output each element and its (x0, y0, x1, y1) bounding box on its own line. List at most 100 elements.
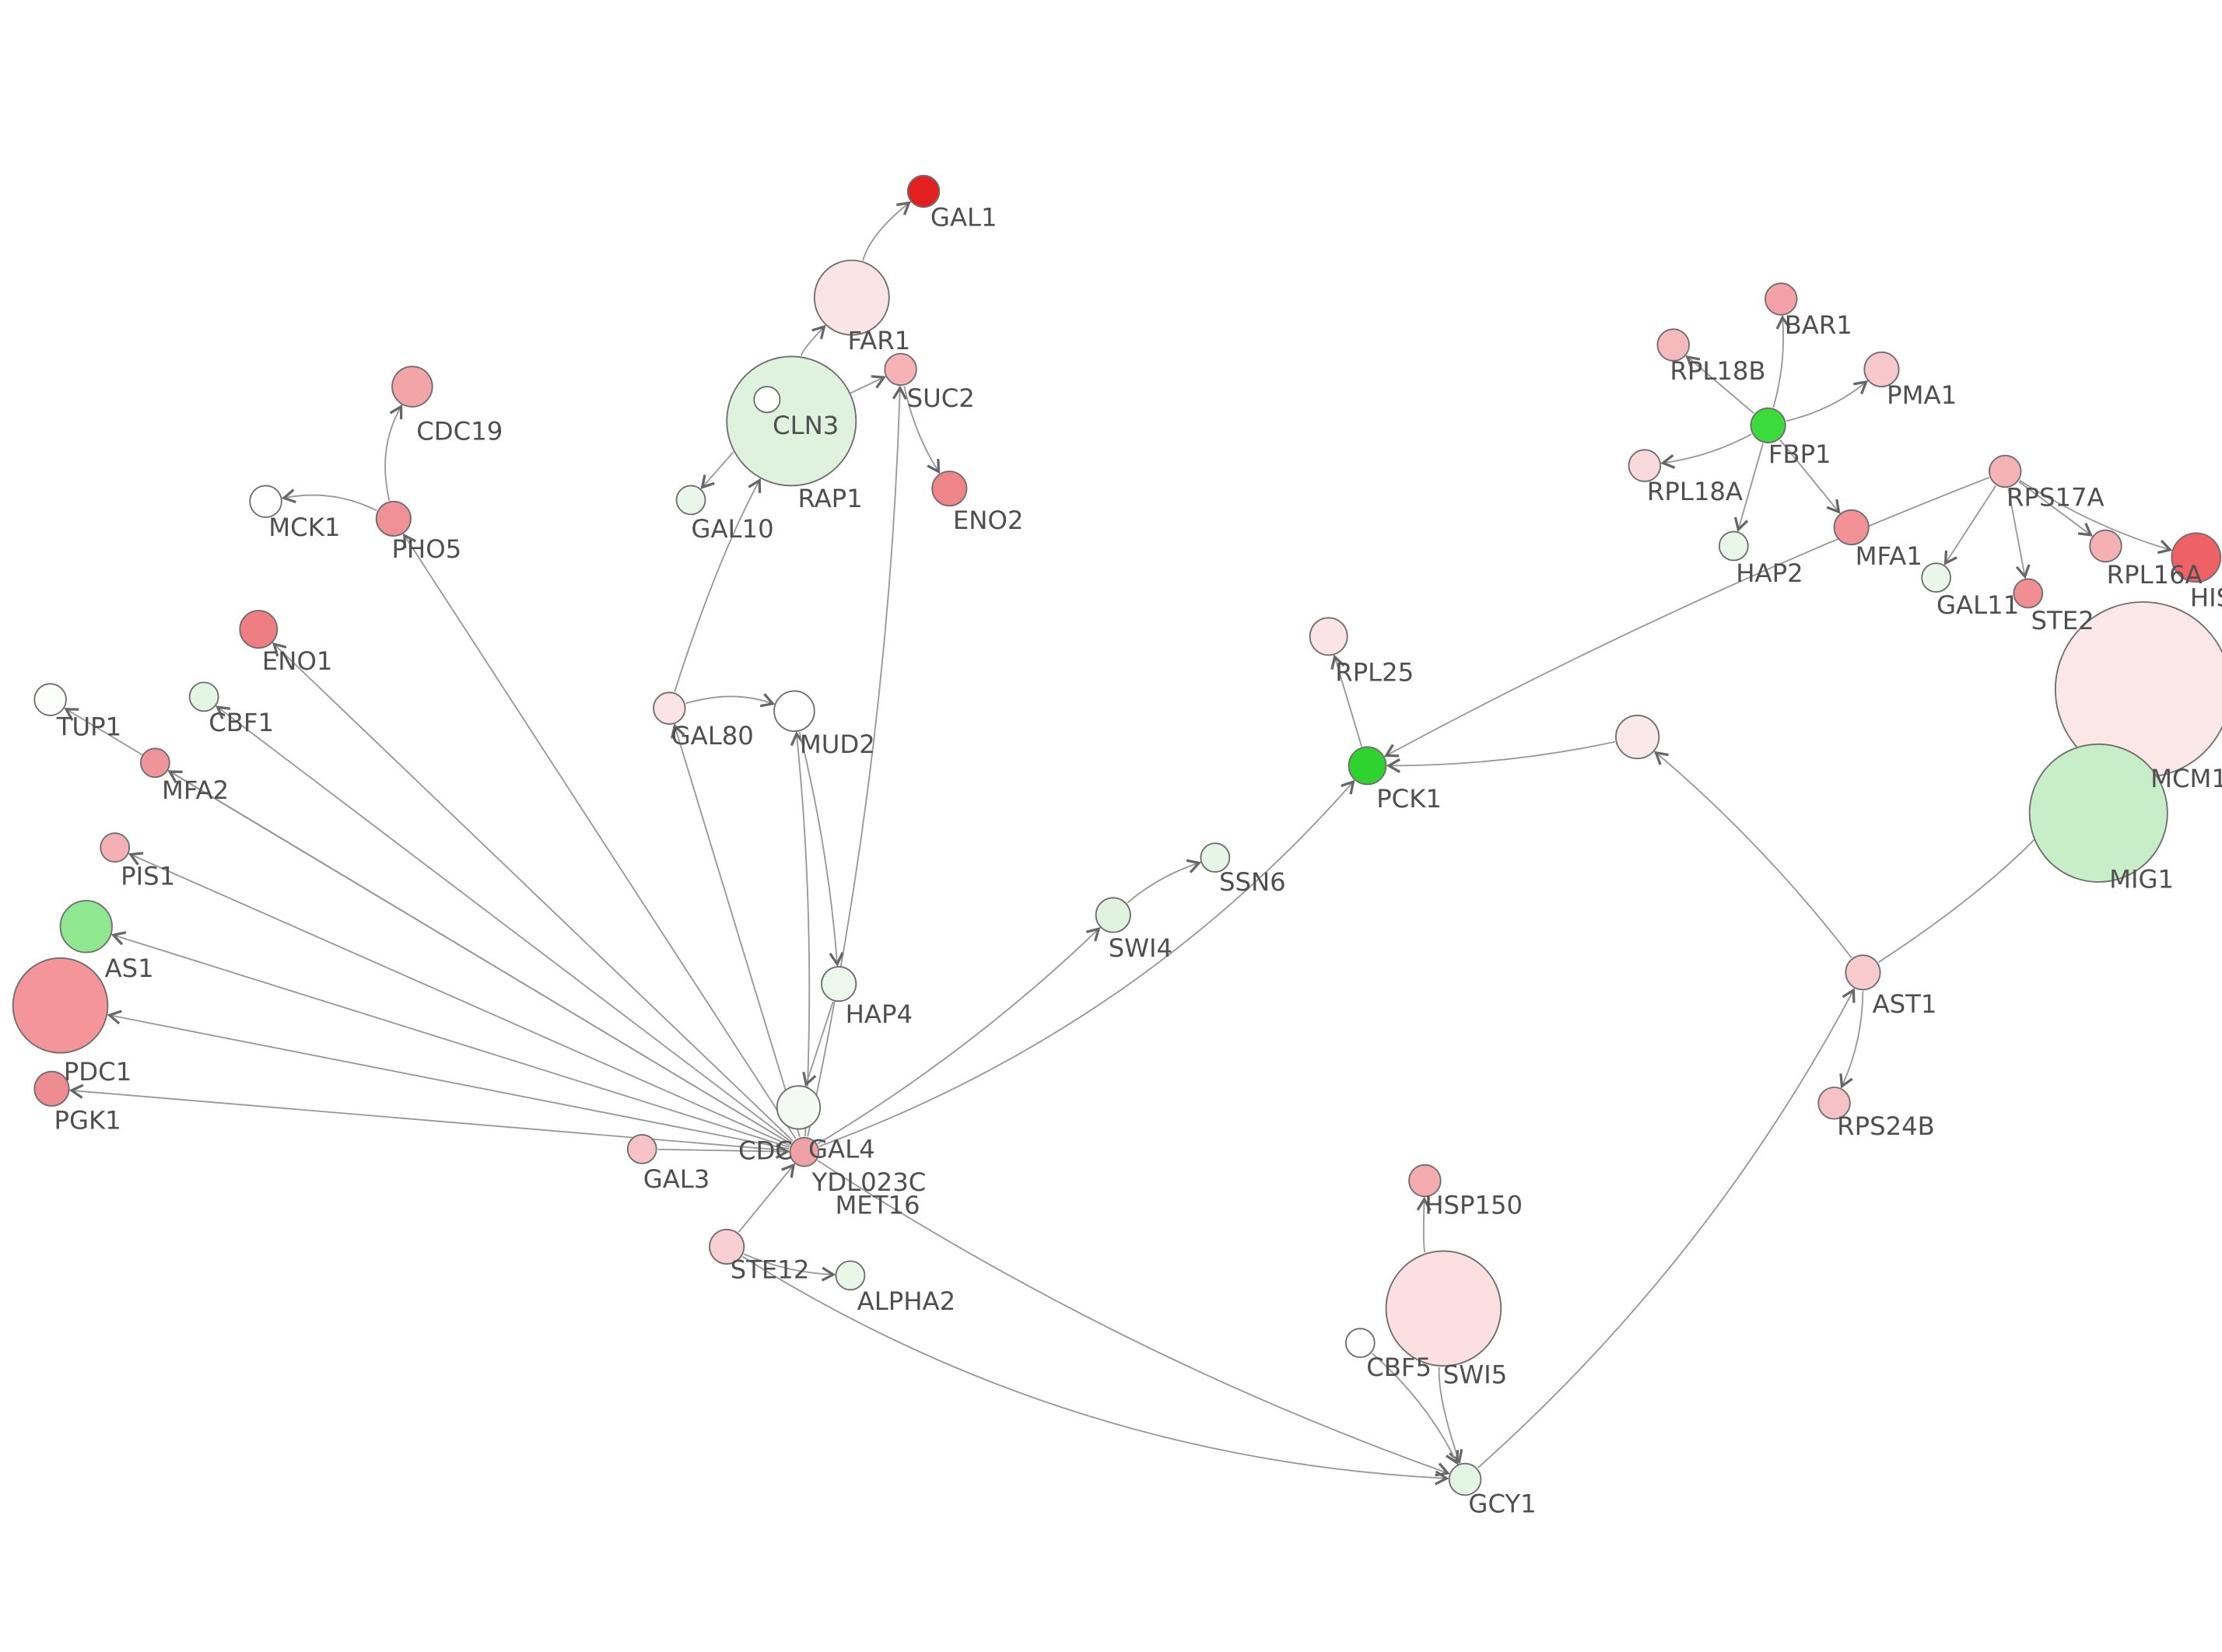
edge-ast1-node-b[interactable] (1653, 751, 1852, 958)
edge-gal4-mfa2[interactable] (167, 770, 791, 1145)
edge-swi4-ssn6[interactable] (1127, 859, 1202, 904)
edge-rps17a-rpl16a[interactable] (2018, 481, 2093, 537)
edge-rps17a-ste2[interactable] (2007, 488, 2031, 579)
node-rps24b[interactable] (1817, 1087, 1851, 1120)
edge-gal4-pdc1[interactable] (107, 1010, 790, 1150)
node-pho5[interactable] (375, 500, 412, 537)
edge-gal4-gcy1[interactable] (817, 1160, 1450, 1477)
edge-fbp1-rpl18b[interactable] (1685, 355, 1754, 415)
label-hsp150: HSP150 (1425, 1190, 1523, 1220)
edge-gal4-suc2[interactable] (807, 385, 907, 1137)
edge-cln3-suc2[interactable] (850, 375, 886, 394)
edge-pho5-mck1[interactable] (281, 488, 377, 512)
node-cln3-sub[interactable] (753, 386, 781, 414)
edge-gal4-ras1[interactable] (110, 931, 790, 1148)
node-mud2[interactable] (773, 690, 815, 733)
node-swi5[interactable] (1385, 1250, 1502, 1367)
node-pma1[interactable] (1863, 351, 1900, 388)
node-mfa2[interactable] (140, 747, 170, 779)
node-pdc1[interactable] (12, 957, 109, 1054)
edge-rps17a-pck1[interactable] (1383, 477, 1989, 758)
edge-gal80-cln3[interactable] (674, 478, 762, 692)
node-mck1[interactable] (249, 485, 282, 519)
edge-gcy1-ast1[interactable] (1477, 988, 1856, 1468)
node-gal4[interactable] (789, 1136, 820, 1167)
edge-fbp1-hap2[interactable] (1733, 443, 1764, 533)
edge-fbp1-mfa1[interactable] (1779, 439, 1841, 514)
edge-rps17a-gal11[interactable] (1943, 485, 1996, 565)
edge-node-b-pck1[interactable] (1386, 740, 1615, 773)
node-gal10[interactable] (675, 485, 706, 516)
edge-far1-gal1[interactable] (862, 201, 912, 261)
edge-gal4-pis1[interactable] (128, 852, 790, 1146)
node-hsp150[interactable] (1408, 1164, 1442, 1198)
edge-gal4-gal80[interactable] (671, 723, 801, 1137)
node-cdc19[interactable] (391, 366, 433, 408)
node-gal1[interactable] (906, 174, 941, 208)
edge-hap4-node-a[interactable] (802, 1001, 834, 1087)
node-bar1[interactable] (1765, 282, 1798, 316)
node-mig1[interactable] (2028, 743, 2168, 883)
node-ras1[interactable] (59, 900, 113, 954)
node-eno1[interactable] (239, 610, 279, 649)
node-pgk1[interactable] (33, 1070, 70, 1107)
edge-swi5-hsp150[interactable] (1416, 1196, 1432, 1253)
edge-mud2-hap4[interactable] (798, 731, 844, 967)
edge-gal3-gal4[interactable] (657, 1143, 790, 1159)
edge-pck1-rpl25[interactable] (1330, 654, 1362, 747)
node-fbp1[interactable] (1750, 407, 1786, 443)
node-gal11[interactable] (1921, 562, 1951, 593)
node-hap4[interactable] (821, 966, 857, 1003)
edge-cbf5-gcy1[interactable] (1371, 1353, 1460, 1465)
node-gcy1[interactable] (1448, 1462, 1482, 1496)
edge-ste12-gcy1[interactable] (742, 1255, 1449, 1486)
node-cbf1[interactable] (188, 681, 219, 712)
edge-fbp1-pma1[interactable] (1786, 380, 1869, 422)
edge-swi5-gcy1[interactable] (1438, 1367, 1463, 1465)
edge-gal4-swi4[interactable] (817, 926, 1101, 1145)
node-ste2[interactable] (2013, 578, 2044, 609)
edge-gal4-pck1[interactable] (818, 779, 1355, 1147)
edge-ast1-rps24b[interactable] (1839, 991, 1864, 1089)
label-eno2: ENO2 (953, 506, 1024, 535)
edge-gal4-cbf1[interactable] (216, 705, 793, 1143)
node-tup1[interactable] (33, 683, 67, 716)
node-ast1[interactable] (1845, 954, 1881, 991)
node-node-b[interactable] (1615, 714, 1660, 760)
node-rpl18b[interactable] (1656, 328, 1690, 362)
edge-gal4-pho5[interactable] (403, 533, 797, 1139)
node-rpl16a[interactable] (2089, 529, 2122, 563)
edge-rps17a-his4[interactable] (2019, 479, 2173, 555)
edge-cln3-gal10[interactable] (700, 451, 734, 489)
node-alpha2[interactable] (835, 1260, 866, 1291)
node-rpl25[interactable] (1309, 617, 1348, 656)
node-gal80[interactable] (653, 691, 686, 725)
node-suc2[interactable] (884, 352, 917, 387)
node-eno2[interactable] (931, 471, 968, 507)
node-swi4[interactable] (1095, 897, 1131, 933)
edge-cln3-far1[interactable] (801, 324, 826, 356)
node-rps17a[interactable] (1989, 454, 2022, 488)
edge-ste12-gal4[interactable] (738, 1163, 796, 1233)
node-far1[interactable] (813, 259, 890, 336)
node-his4[interactable] (2171, 532, 2222, 583)
node-pis1[interactable] (100, 832, 131, 863)
edge-ste12-alpha2[interactable] (743, 1253, 836, 1282)
node-mfa1[interactable] (1833, 509, 1870, 546)
edge-fbp1-bar1[interactable] (1772, 314, 1791, 408)
node-ssn6[interactable] (1200, 842, 1231, 873)
node-rpl18a[interactable] (1628, 449, 1662, 482)
node-gal3[interactable] (626, 1134, 657, 1164)
node-hap2[interactable] (1718, 530, 1749, 562)
node-ste12[interactable] (709, 1228, 745, 1265)
edge-gal4-eno1[interactable] (272, 642, 794, 1142)
node-node-a[interactable] (776, 1085, 822, 1130)
edge-fbp1-rpl18a[interactable] (1660, 433, 1752, 469)
edge-pho5-cdc19[interactable] (384, 404, 403, 501)
edge-gal4-pgk1[interactable] (68, 1083, 789, 1152)
edge-gal80-mud2[interactable] (685, 693, 776, 708)
node-cbf5[interactable] (1344, 1328, 1376, 1359)
node-pck1[interactable] (1348, 746, 1387, 786)
edge-gal4-mud2[interactable] (790, 731, 811, 1136)
